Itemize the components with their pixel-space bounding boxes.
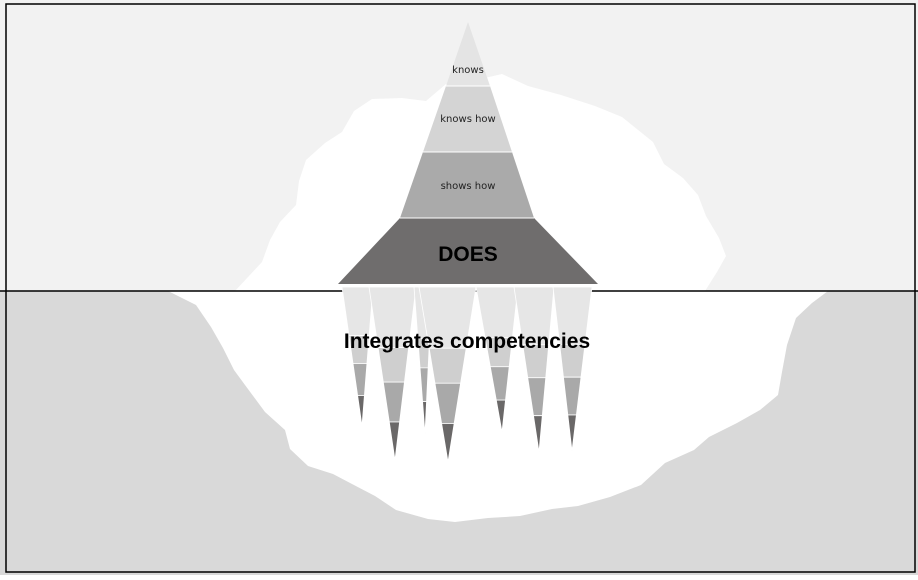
root-spike-segment xyxy=(567,414,577,452)
underwater-roots xyxy=(341,286,593,463)
frame-border xyxy=(5,3,916,573)
root-spike-segment xyxy=(422,401,427,435)
tier-label-does: DOES xyxy=(438,243,498,266)
competence-pyramid: knows knows how shows how DOES xyxy=(338,22,598,284)
tier-label-knows-how: knows how xyxy=(440,114,495,125)
underwater-label: Integrates competencies xyxy=(344,330,590,353)
root-spike-segment xyxy=(533,415,543,453)
root-spike-segment xyxy=(495,399,506,433)
tier-label-knows: knows xyxy=(452,65,484,76)
tier-label-shows-how: shows how xyxy=(441,181,496,192)
tier-knows xyxy=(446,22,490,86)
root-spike-segment xyxy=(357,395,365,427)
root-spike-segment xyxy=(441,423,455,463)
root-spike-segment xyxy=(428,347,467,384)
tier-shows-how xyxy=(400,152,534,218)
root-spike-segment xyxy=(388,421,401,461)
tier-knows-how xyxy=(423,86,512,152)
tier-does xyxy=(338,218,598,284)
